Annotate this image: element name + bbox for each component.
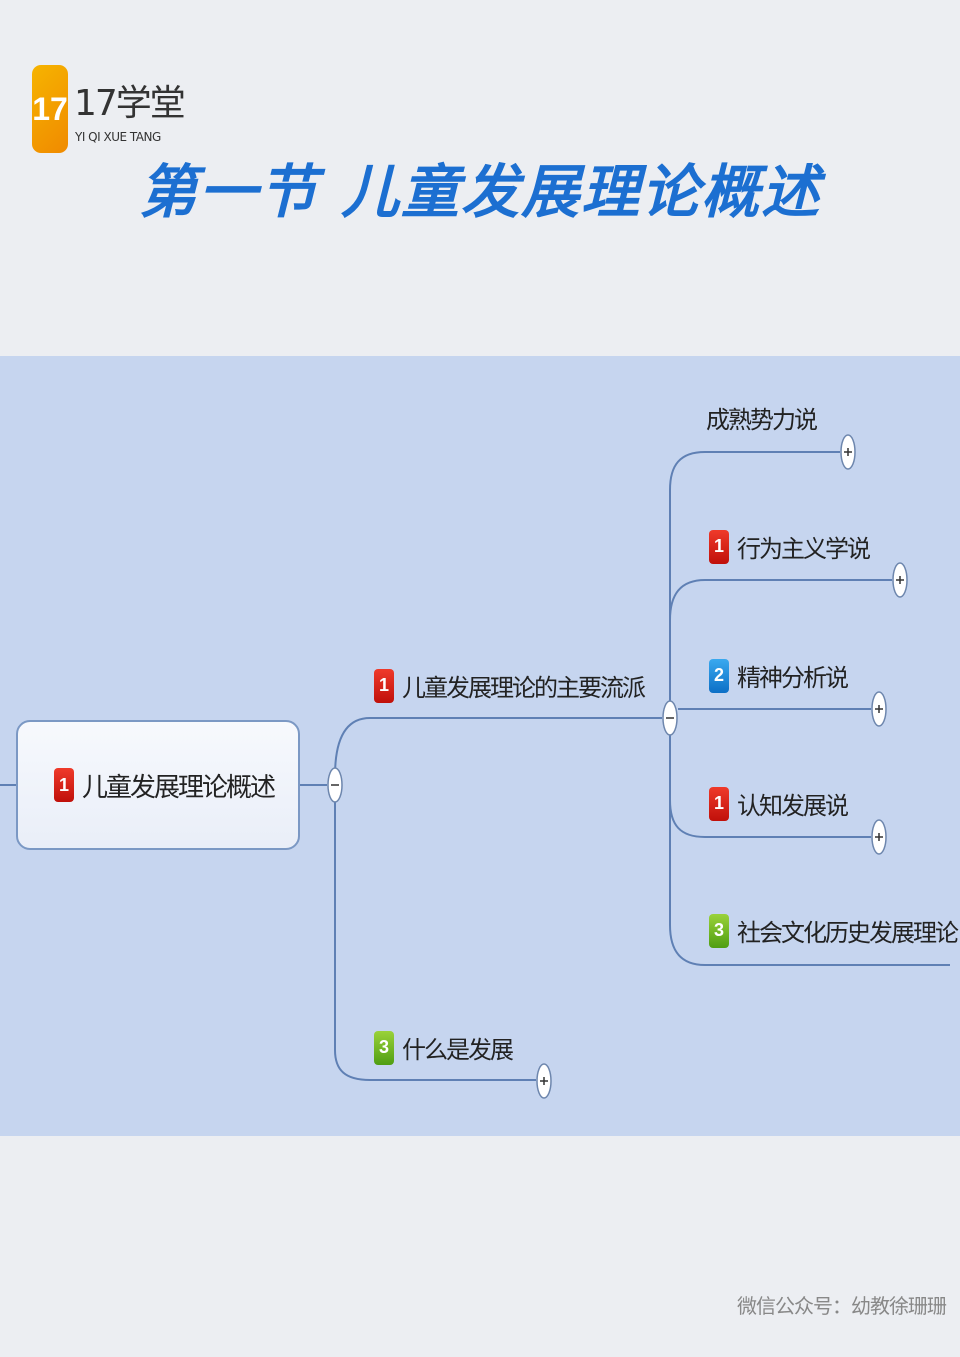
sub-node[interactable]: 1 认知发展说 (709, 786, 849, 821)
priority-badge: 1 (709, 786, 729, 821)
root-node[interactable]: 1 儿童发展理论概述 (16, 720, 300, 850)
priority-badge: 3 (709, 913, 729, 948)
branch-label: 儿童发展理论的主要流派 (402, 674, 646, 702)
logo-subtitle: YI QI XUE TANG (75, 130, 161, 144)
page-title: 第一节 儿童发展理论概述 (138, 158, 822, 226)
sub-label: 成熟势力说 (706, 406, 818, 434)
priority-badge: 1 (374, 668, 394, 703)
sub-label: 社会文化历史发展理论 (737, 919, 959, 947)
connector-sub-5 (669, 800, 950, 966)
sub-node[interactable]: 2 精神分析说 (709, 658, 849, 693)
priority-badge: 1 (709, 529, 729, 564)
connector-branch-1 (334, 717, 662, 777)
logo-name: 17学堂 (74, 83, 186, 124)
sub-label: 精神分析说 (737, 664, 849, 692)
priority-badge: 2 (709, 658, 729, 693)
branch-label: 什么是发展 (402, 1036, 514, 1064)
branch-node[interactable]: 1 儿童发展理论的主要流派 (374, 668, 646, 703)
sub-node[interactable]: 1 行为主义学说 (709, 529, 871, 564)
sub-label: 认知发展说 (737, 792, 849, 820)
root-label: 儿童发展理论概述 (82, 772, 276, 803)
connector-branch-2 (334, 794, 536, 1081)
minus-icon (331, 717, 674, 786)
footer-credit: 微信公众号：幼教徐珊珊 (737, 1294, 947, 1318)
sub-node[interactable]: 成熟势力说 (706, 400, 818, 435)
logo-mark: 17 (32, 65, 68, 153)
connector-sub-2 (669, 579, 892, 621)
branch-node[interactable]: 3 什么是发展 (374, 1030, 514, 1065)
priority-badge: 3 (374, 1030, 394, 1065)
sub-node[interactable]: 3 社会文化历史发展理论 (709, 913, 959, 948)
connector-sub-1 (669, 451, 840, 709)
priority-badge: 1 (54, 768, 74, 802)
sub-label: 行为主义学说 (737, 535, 871, 563)
plus-icon (540, 448, 904, 1085)
